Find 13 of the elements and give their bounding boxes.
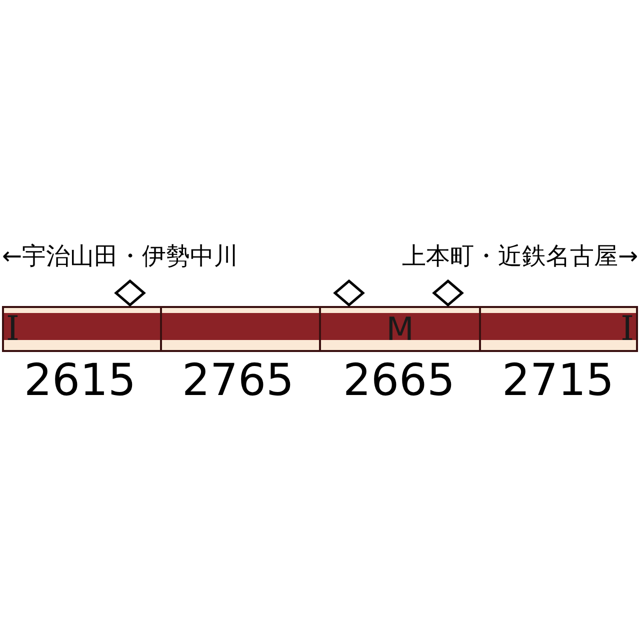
car-mark: I xyxy=(6,310,20,348)
car-number: 2665 xyxy=(343,356,455,406)
direction-label: ←宇治山田・伊勢中川 xyxy=(2,241,238,272)
train-car xyxy=(2,306,162,352)
car-mark: I xyxy=(620,310,634,348)
train-car xyxy=(479,306,638,352)
car-number: 2615 xyxy=(24,356,136,406)
car-mark: M xyxy=(386,310,414,348)
direction-label: 上本町・近鉄名古屋→ xyxy=(402,241,638,272)
car-number: 2765 xyxy=(182,356,294,406)
car-number: 2715 xyxy=(502,356,614,406)
train-car xyxy=(319,306,481,352)
train-car xyxy=(160,306,321,352)
